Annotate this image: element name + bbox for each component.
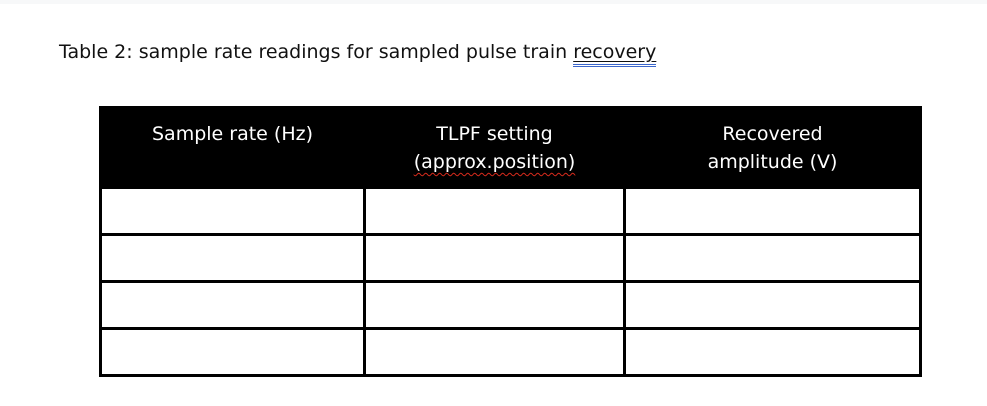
grammar-underlined-word[interactable]: recovery [573, 41, 657, 67]
table-cell[interactable] [363, 233, 626, 283]
table-row [99, 233, 922, 283]
table-cell[interactable] [363, 327, 626, 377]
table-cell[interactable] [623, 233, 922, 283]
table-cell[interactable] [623, 280, 922, 330]
table-caption: Table 2: sample rate readings for sample… [59, 41, 657, 67]
table-cell[interactable] [363, 280, 626, 330]
column-header-recovered-label: Recovered [722, 123, 823, 145]
column-header-sample-rate: Sample rate (Hz) [99, 106, 366, 189]
table-body [99, 186, 922, 377]
table-row [99, 327, 922, 377]
table-caption-text: Table 2: sample rate readings for sample… [59, 41, 574, 63]
table-cell[interactable] [99, 327, 366, 377]
data-table: Sample rate (Hz) TLPF setting (approx.po… [99, 106, 922, 377]
column-header-sample-rate-label: Sample rate (Hz) [152, 123, 313, 145]
table-cell[interactable] [99, 233, 366, 283]
table-cell[interactable] [623, 327, 922, 377]
page-top-edge [0, 0, 987, 4]
column-header-tlpf-setting: TLPF setting (approx.position) [363, 106, 626, 189]
column-header-amplitude-label: amplitude (V) [707, 151, 838, 173]
column-header-recovered-amplitude: Recovered amplitude (V) [623, 106, 922, 189]
column-header-tlpf-setting-label: TLPF setting [436, 123, 553, 145]
table-cell[interactable] [99, 186, 366, 236]
column-header-tlpf-setting-sublabel-spellchecked: (approx.position) [413, 151, 576, 173]
table-cell[interactable] [99, 280, 366, 330]
table-row [99, 280, 922, 330]
table-cell[interactable] [363, 186, 626, 236]
table-header-row: Sample rate (Hz) TLPF setting (approx.po… [99, 106, 922, 189]
table-row [99, 186, 922, 236]
table-cell[interactable] [623, 186, 922, 236]
